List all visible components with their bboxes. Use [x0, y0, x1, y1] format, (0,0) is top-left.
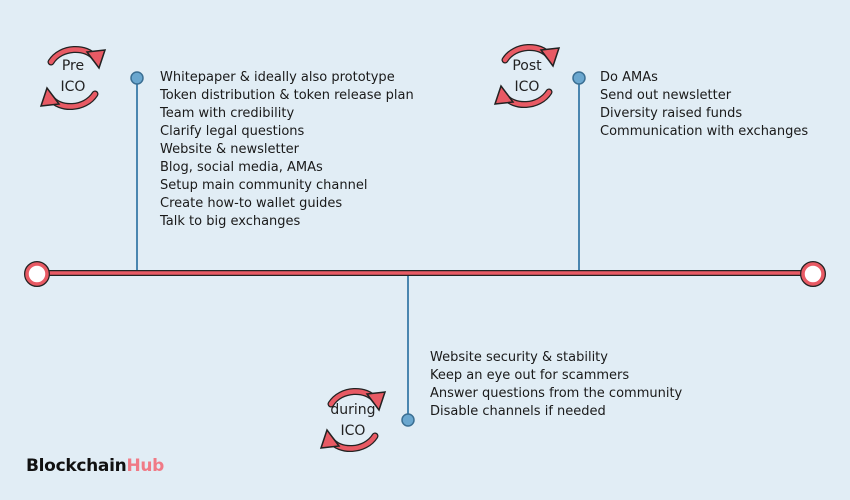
post-ico-list: Do AMAs Send out newsletter Diversity ra…: [600, 69, 808, 141]
during-ico-list: Website security & stability Keep an eye…: [430, 349, 682, 421]
phase-label-line: Post: [512, 58, 542, 74]
list-item: Diversity raised funds: [600, 106, 743, 121]
pre-ico-list: Whitepaper & ideally also prototype Toke…: [160, 69, 414, 231]
phase-label-pre: Pre ICO: [43, 56, 103, 98]
dot-pre: [130, 71, 144, 85]
phase-label-line: ICO: [340, 423, 366, 439]
list-item: Answer questions from the community: [430, 386, 683, 401]
list-item: Website security & stability: [430, 350, 608, 365]
list-item: Token distribution & token release plan: [160, 88, 414, 103]
phase-label-line: ICO: [514, 79, 540, 95]
list-item: Do AMAs: [600, 70, 658, 85]
list-item: Communication with exchanges: [600, 124, 809, 139]
phase-label-line: during: [330, 402, 376, 418]
list-item: Whitepaper & ideally also prototype: [160, 70, 395, 85]
dot-during: [401, 413, 415, 427]
logo-text-accent: Hub: [126, 456, 165, 476]
list-item: Talk to big exchanges: [160, 214, 301, 229]
list-item: Website & newsletter: [160, 142, 300, 157]
list-item: Setup main community channel: [160, 178, 368, 193]
list-item: Create how-to wallet guides: [160, 196, 343, 211]
phase-label-line: ICO: [60, 79, 86, 95]
phase-label-during: during ICO: [323, 400, 383, 442]
dot-post: [572, 71, 586, 85]
phase-label-line: Pre: [61, 58, 85, 74]
blockchainhub-logo: BlockchainHub: [26, 456, 164, 476]
list-item: Disable channels if needed: [430, 404, 606, 419]
phase-label-post: Post ICO: [497, 56, 557, 98]
list-item: Team with credibility: [160, 106, 295, 121]
list-item: Send out newsletter: [600, 88, 732, 103]
list-item: Clarify legal questions: [160, 124, 305, 139]
list-item: Blog, social media, AMAs: [160, 160, 323, 175]
logo-text: Blockchain: [26, 456, 127, 476]
list-item: Keep an eye out for scammers: [430, 368, 630, 383]
